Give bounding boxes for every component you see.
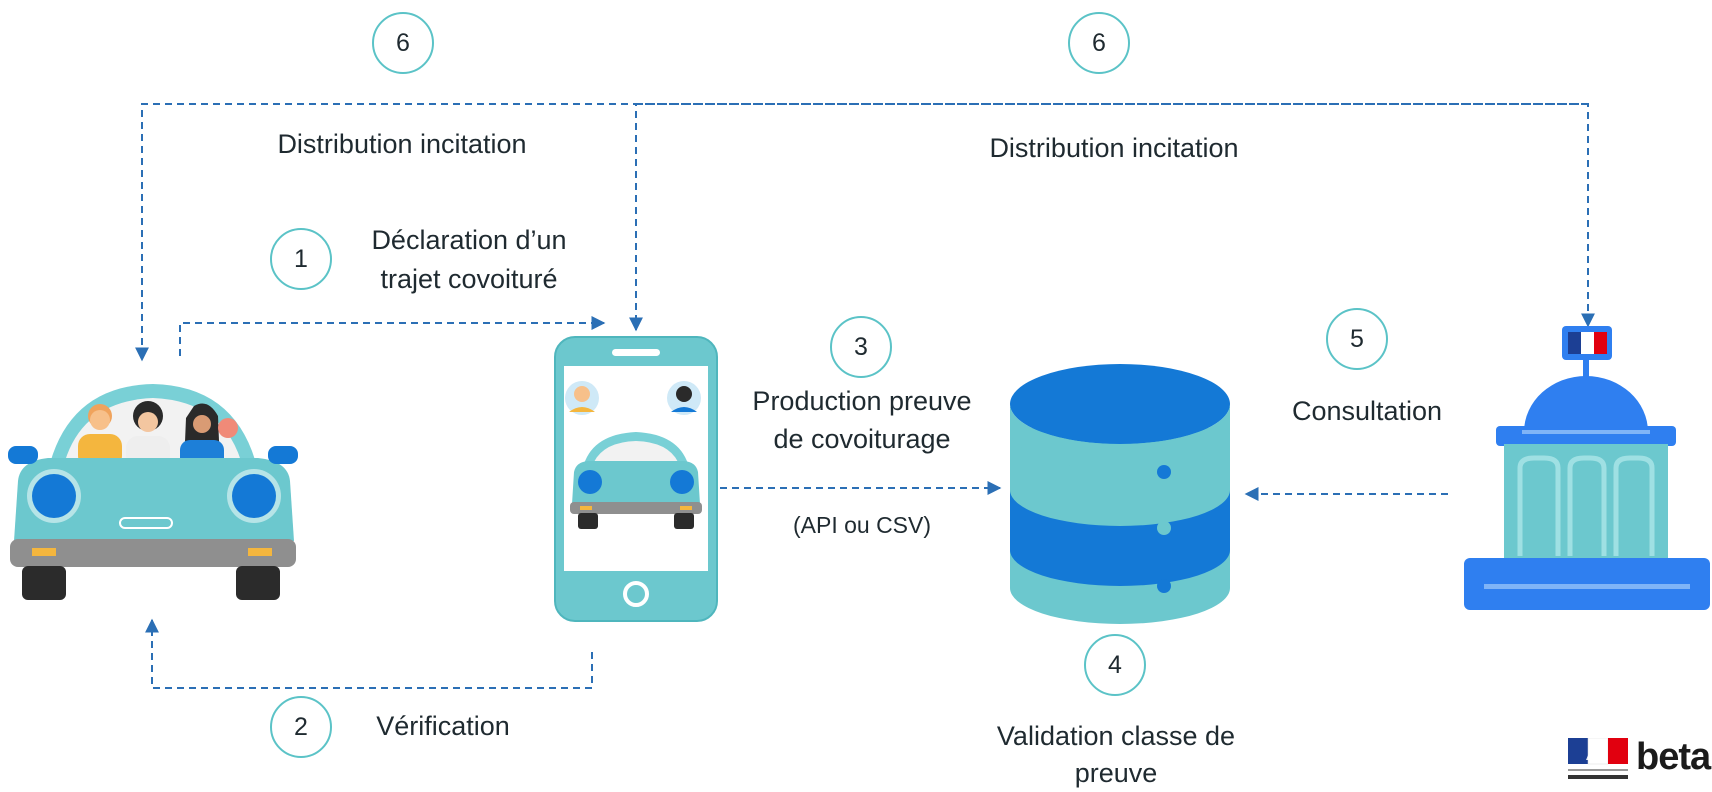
validation-label-line1: Validation classe de (996, 721, 1236, 751)
distribution-label-left: Distribution incitation (277, 129, 527, 159)
step-6-badge-right: 6 (1068, 12, 1130, 74)
republique-francaise-logo-icon (1568, 738, 1628, 779)
database-icon (1010, 364, 1230, 624)
arrow-distribution-to-institution (636, 103, 1595, 328)
distribution-label-right: Distribution incitation (989, 133, 1239, 163)
production-label-line1: Production preuve (752, 386, 972, 416)
arrow-distribution-to-phone (629, 103, 665, 332)
arrow-declaration (179, 316, 606, 356)
step-4-badge: 4 (1084, 634, 1146, 696)
declaration-label-line2: trajet covoituré (380, 264, 558, 294)
step-5-badge: 5 (1326, 308, 1388, 370)
declaration-label-line1: Déclaration d’un (371, 225, 567, 255)
validation-label-line2: preuve (1074, 758, 1158, 788)
institution-icon (1464, 326, 1710, 610)
api-csv-label: (API ou CSV) (792, 512, 932, 538)
step-3-badge: 3 (830, 316, 892, 378)
step-1-badge: 1 (270, 228, 332, 290)
smartphone-icon (554, 336, 718, 622)
arrow-verification (145, 618, 593, 689)
consultation-label: Consultation (1291, 396, 1443, 426)
step-2-badge: 2 (270, 696, 332, 758)
verification-label: Vérification (376, 711, 510, 741)
production-label-line2: de covoiturage (773, 424, 951, 454)
step-6-badge-left: 6 (372, 12, 434, 74)
car-icon (8, 384, 298, 600)
beta-logo: beta. (1636, 736, 1712, 778)
